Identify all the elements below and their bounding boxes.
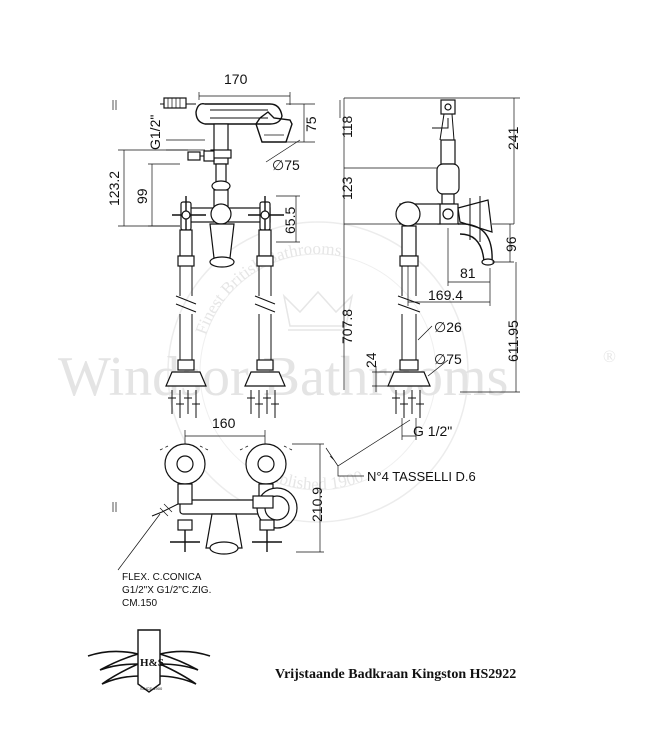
dim-side-707-8: 707.8 — [339, 309, 355, 344]
note-anchors: N°4 TASSELLI D.6 — [367, 469, 476, 484]
watermark-brand: Windsor Bathrooms — [58, 346, 508, 408]
note-flex-line-1: FLEX. C.CONICA — [122, 572, 202, 583]
dim-side-118: 118 — [339, 115, 355, 138]
side-view: 118 241 123 96 81 169.4 — [339, 97, 521, 440]
dim-side-169-4: 169.4 — [428, 287, 463, 303]
dim-side-base-diameter: ∅75 — [434, 351, 462, 367]
dim-plan-210-9: 210.9 — [309, 487, 325, 522]
dim-side-inlet-thread: G 1/2" — [413, 423, 452, 439]
hs-logo: H&S SINCE 1900 — [87, 629, 211, 693]
dim-shower-diameter: ∅75 — [272, 157, 300, 173]
front-view: 170 G1/2" 75 ∅75 — [106, 71, 319, 418]
note-flex-line-2: G1/2"X G1/2"C.ZIG. — [122, 585, 211, 596]
product-caption: Vrijstaande Badkraan Kingston HS2922 — [275, 667, 516, 682]
note-flex-line-3: CM.150 — [122, 598, 157, 609]
watermark: Finest British Bathrooms Established 190… — [58, 221, 616, 523]
dim-side-pipe-diameter: ∅26 — [434, 319, 462, 335]
dim-side-81: 81 — [460, 265, 476, 281]
dim-side-base-24: 24 — [363, 352, 379, 368]
dim-hose-thread: G1/2" — [147, 115, 163, 150]
dim-side-96: 96 — [503, 236, 519, 252]
dim-hand-shower-75: 75 — [303, 116, 319, 132]
logo-monogram: H&S — [140, 657, 164, 669]
plan-view: 160 210.9 — [112, 415, 325, 571]
logo-since: SINCE 1900 — [140, 686, 163, 691]
dim-spout-65-5: 65.5 — [282, 207, 298, 234]
dim-width-170: 170 — [224, 71, 248, 87]
watermark-registered: ® — [603, 347, 616, 366]
dim-plan-160: 160 — [212, 415, 236, 431]
anchor-screws-side-icon — [392, 390, 424, 418]
dim-side-241: 241 — [505, 126, 521, 150]
anchor-screws-right-icon — [247, 390, 279, 418]
dim-side-611-95: 611.95 — [505, 320, 521, 362]
dim-side-123: 123 — [339, 176, 355, 200]
dim-height-99: 99 — [134, 188, 150, 204]
dim-height-123-2: 123.2 — [106, 171, 122, 206]
anchor-screws-left-icon — [168, 390, 200, 418]
notes: N°4 TASSELLI D.6 FLEX. C.CONICA G1/2"X G… — [122, 419, 476, 609]
